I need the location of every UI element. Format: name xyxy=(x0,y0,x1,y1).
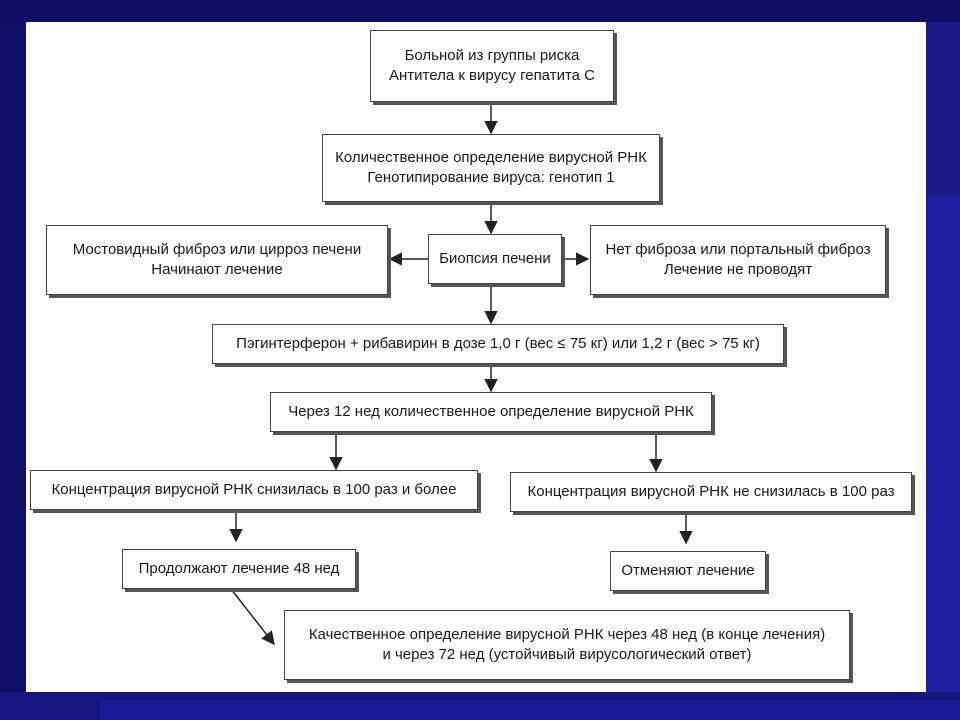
slide-canvas: Больной из группы риска Антитела к вирус… xyxy=(26,22,926,692)
risk-group-line-1: Больной из группы риска xyxy=(404,47,580,64)
background-band-top xyxy=(0,0,960,22)
rna-genotype-box: Количественное определение вирусной РНК … xyxy=(322,134,660,202)
continue-treatment-label: Продолжают лечение 48 нед xyxy=(138,560,340,577)
background-band-right-lower xyxy=(926,195,960,720)
stop-treatment-label: Отменяют лечение xyxy=(621,562,755,579)
biopsy-label: Биопсия печени xyxy=(439,250,551,267)
fibrosis-severe-line-1: Мостовидный фиброз или цирроз печени xyxy=(72,241,362,258)
risk-group-box: Больной из группы риска Антитела к вирус… xyxy=(370,30,614,102)
background-band-bottom-accent xyxy=(100,700,960,720)
stop-treatment-box: Отменяют лечение xyxy=(610,551,766,591)
flowchart-arrows xyxy=(229,102,693,646)
fibrosis-none-box: Нет фиброза или портальный фиброз Лечени… xyxy=(590,225,886,295)
fibrosis-severe-line-2: Начинают лечение xyxy=(151,261,283,278)
rna-not-decreased-box: Концентрация вирусной РНК не снизилась в… xyxy=(510,472,912,512)
fibrosis-none-line-1: Нет фиброза или портальный фиброз xyxy=(605,241,871,258)
continue-treatment-box: Продолжают лечение 48 нед xyxy=(122,549,356,589)
therapy-box: Пэгинтерферон + рибавирин в дозе 1,0 г (… xyxy=(212,324,784,364)
arrow-continue-to-final xyxy=(230,588,275,646)
final-line-1: Качественное определение вирусной РНК че… xyxy=(308,626,826,643)
week12-box: Через 12 нед количественное определение … xyxy=(270,392,712,432)
rna-not-decreased-label: Концентрация вирусной РНК не снизилась в… xyxy=(527,483,895,500)
therapy-label: Пэгинтерферон + рибавирин в дозе 1,0 г (… xyxy=(236,335,760,352)
final-qualitative-box: Качественное определение вирусной РНК че… xyxy=(284,610,850,680)
final-line-2: и через 72 нед (устойчивый вирусологичес… xyxy=(382,646,752,663)
rna-decreased-box: Концентрация вирусной РНК снизилась в 10… xyxy=(30,470,478,510)
fibrosis-severe-box: Мостовидный фиброз или цирроз печени Нач… xyxy=(46,225,388,295)
background-band-left xyxy=(0,22,26,720)
rna-test-line-1: Количественное определение вирусной РНК xyxy=(335,149,647,166)
fibrosis-none-line-2: Лечение не проводят xyxy=(663,261,813,278)
biopsy-box: Биопсия печени xyxy=(428,234,562,284)
rna-test-line-2: Генотипирование вируса: генотип 1 xyxy=(367,169,615,186)
rna-decreased-label: Концентрация вирусной РНК снизилась в 10… xyxy=(51,481,457,498)
risk-group-line-2: Антитела к вирусу гепатита С xyxy=(388,67,595,84)
week12-label: Через 12 нед количественное определение … xyxy=(288,403,694,420)
